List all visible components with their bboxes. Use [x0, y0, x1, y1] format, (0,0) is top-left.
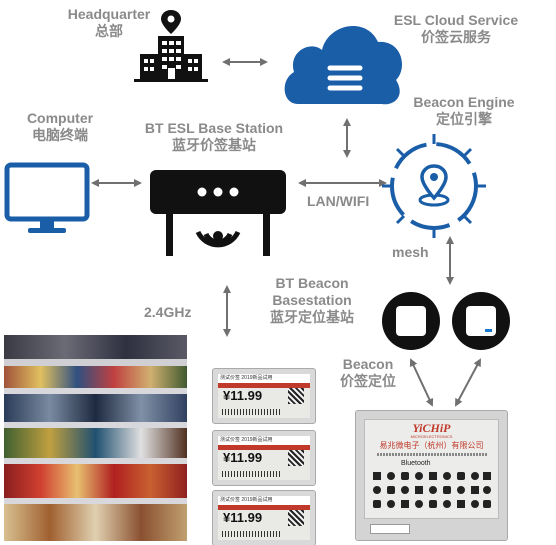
beacon-label: Beacon 价签定位 [328, 356, 408, 390]
qr-code-icon [288, 510, 304, 526]
qr-code-icon [288, 450, 304, 466]
beacon-label-en: Beacon [342, 356, 394, 372]
building-icon [134, 10, 208, 82]
barcode-icon [222, 531, 282, 537]
esl-display-screen: YiCHiP MICROELECTRONICS 易兆微电子（杭州）有限公司 Bl… [364, 419, 499, 519]
computer-label-zh: 电脑终端 [32, 127, 88, 143]
base-station-label: BT ESL Base Station 蓝牙价签基站 [132, 120, 296, 154]
beacon-basestation-label-en2: Basestation [272, 292, 352, 308]
esl-tag-screen: 测试价签 2019新品试用 ¥11.99 [218, 374, 310, 418]
esl-display-device: YiCHiP MICROELECTRONICS 易兆微电子（杭州）有限公司 Bl… [355, 410, 508, 541]
headquarter-label: Headquarter 总部 [44, 6, 174, 40]
cloud-icon [284, 26, 402, 105]
beacon-engine-label-en: Beacon Engine [413, 94, 515, 110]
esl-tag-header: 测试价签 2019新品试用 [218, 436, 310, 445]
beacon-label-zh: 价签定位 [340, 373, 396, 389]
computer-label: Computer 电脑终端 [8, 110, 112, 144]
esl-tag-price: ¥11.99 [223, 510, 263, 525]
headquarter-label-zh: 总部 [95, 23, 123, 39]
headquarter-label-en: Headquarter [67, 6, 151, 22]
esl-tag-screen: 测试价签 2019新品试用 ¥11.99 [218, 436, 310, 480]
brand-subtitle: MICROELECTRONICS [410, 434, 453, 439]
esl-tag-header: 测试价签 2019新品试用 [218, 374, 310, 383]
company-name: 易兆微电子（杭州）有限公司 [379, 441, 484, 450]
esl-tag-1: 测试价签 2019新品试用 ¥11.99 [212, 368, 316, 424]
beacon-engine-label-zh: 定位引擎 [436, 111, 492, 127]
barcode-strip-icon [370, 524, 410, 534]
beacon-basestation-label: BT Beacon Basestation 蓝牙定位基站 [258, 275, 366, 326]
beacon-engine-icon [382, 134, 486, 238]
esl-tag-3: 测试价签 2019新品试用 ¥11.99 [212, 490, 316, 545]
cloud-label-en: ESL Cloud Service [393, 12, 519, 28]
esl-tag-header: 测试价签 2019新品试用 [218, 496, 310, 505]
beacon-device-2-icon [452, 292, 510, 350]
base-station-label-zh: 蓝牙价签基站 [172, 137, 256, 153]
beacon-device-1-icon [382, 292, 440, 350]
computer-label-en: Computer [26, 110, 94, 126]
icon-grid [373, 472, 491, 508]
beacon-basestation-label-zh: 蓝牙定位基站 [270, 309, 354, 325]
bluetooth-label: Bluetooth [401, 460, 431, 467]
barcode-icon [222, 471, 282, 477]
shelf-photo [4, 335, 187, 541]
base-station-icon [150, 170, 286, 256]
monitor-icon [4, 162, 90, 233]
qr-code-icon [288, 388, 304, 404]
esl-tag-2: 测试价签 2019新品试用 ¥11.99 [212, 430, 316, 486]
arrow-beacon2-display [455, 358, 481, 407]
barcode-icon [222, 409, 282, 415]
esl-tag-price: ¥11.99 [223, 450, 263, 465]
base-station-label-en: BT ESL Base Station [144, 120, 284, 136]
arrow-beacon1-display [409, 358, 434, 407]
mesh-label: mesh [392, 244, 429, 260]
beacon-engine-label: Beacon Engine 定位引擎 [396, 94, 532, 128]
esl-tag-price: ¥11.99 [223, 388, 263, 403]
cloud-label-zh: 价签云服务 [421, 29, 491, 45]
ghz-label: 2.4GHz [144, 304, 192, 320]
beacon-basestation-label-en1: BT Beacon [275, 275, 349, 291]
brand-logo: YiCHiP [412, 421, 451, 435]
cloud-label: ESL Cloud Service 价签云服务 [380, 12, 532, 46]
lan-wifi-label: LAN/WIFI [307, 193, 370, 209]
esl-tag-screen: 测试价签 2019新品试用 ¥11.99 [218, 496, 310, 540]
